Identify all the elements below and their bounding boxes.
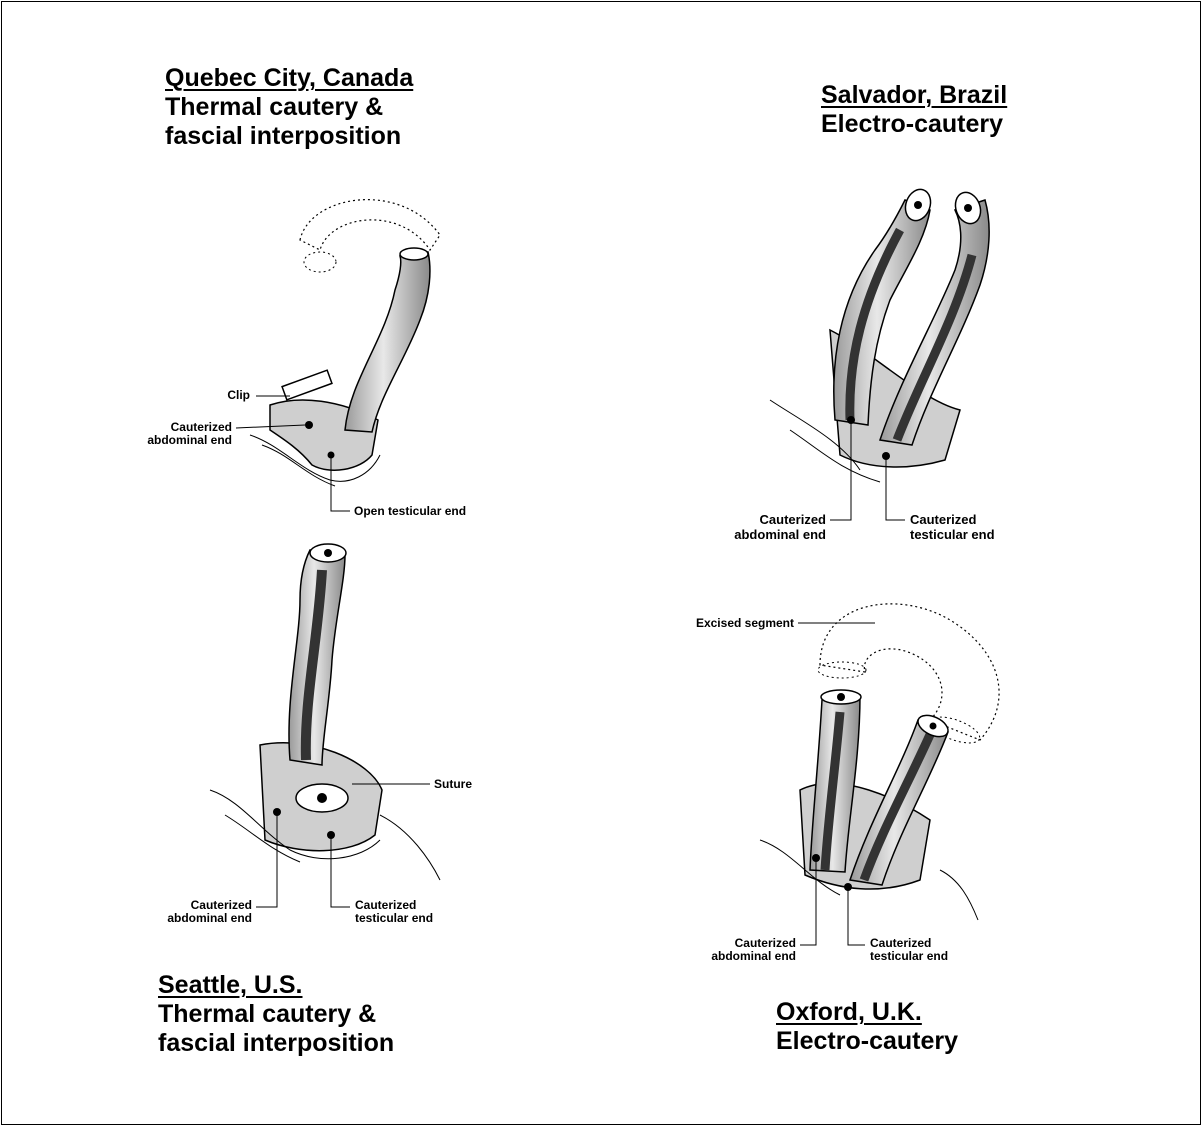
- quebec-excised-loop: [300, 200, 440, 250]
- oxford-label-cauterized-testicular: Cauterized testicular end: [870, 937, 948, 963]
- oxford-label-cauterized-abdominal: Cauterized abdominal end: [670, 937, 796, 963]
- oxford-drawing: [760, 604, 999, 920]
- oxford-place: Oxford, U.K.: [776, 998, 958, 1027]
- seattle-label-suture: Suture: [434, 778, 472, 791]
- seattle-label-cauterized-abdominal: Cauterized abdominal end: [130, 899, 252, 925]
- salvador-drawing: [770, 186, 989, 482]
- quebec-caption: Quebec City, Canada Thermal cautery & fa…: [165, 64, 413, 151]
- seattle-label-cauterized-testicular: Cauterized testicular end: [355, 899, 433, 925]
- quebec-label-cauterized-abdominal: Cauterized abdominal end: [130, 421, 232, 447]
- seattle-drawing: [210, 544, 440, 880]
- quebec-clip: [282, 370, 332, 400]
- oxford-method: Electro-cautery: [776, 1027, 958, 1056]
- quebec-label-open-testicular: Open testicular end: [354, 505, 466, 518]
- quebec-drawing: [250, 200, 440, 486]
- quebec-vas-tube: [345, 252, 430, 432]
- salvador-label-cauterized-testicular: Cauterized testicular end: [910, 512, 995, 542]
- seattle-method: Thermal cautery & fascial interposition: [158, 1000, 394, 1058]
- seattle-place: Seattle, U.S.: [158, 971, 394, 1000]
- oxford-caption: Oxford, U.K. Electro-cautery: [776, 998, 958, 1056]
- salvador-caption: Salvador, Brazil Electro-cautery: [821, 81, 1007, 139]
- quebec-label-clip: Clip: [170, 389, 250, 402]
- salvador-place: Salvador, Brazil: [821, 81, 1007, 110]
- quebec-place: Quebec City, Canada: [165, 64, 413, 93]
- salvador-method: Electro-cautery: [821, 110, 1007, 139]
- quebec-method: Thermal cautery & fascial interposition: [165, 93, 413, 151]
- salvador-label-cauterized-abdominal: Cauterized abdominal end: [700, 512, 826, 542]
- oxford-label-excised-segment: Excised segment: [660, 617, 794, 630]
- seattle-caption: Seattle, U.S. Thermal cautery & fascial …: [158, 971, 394, 1058]
